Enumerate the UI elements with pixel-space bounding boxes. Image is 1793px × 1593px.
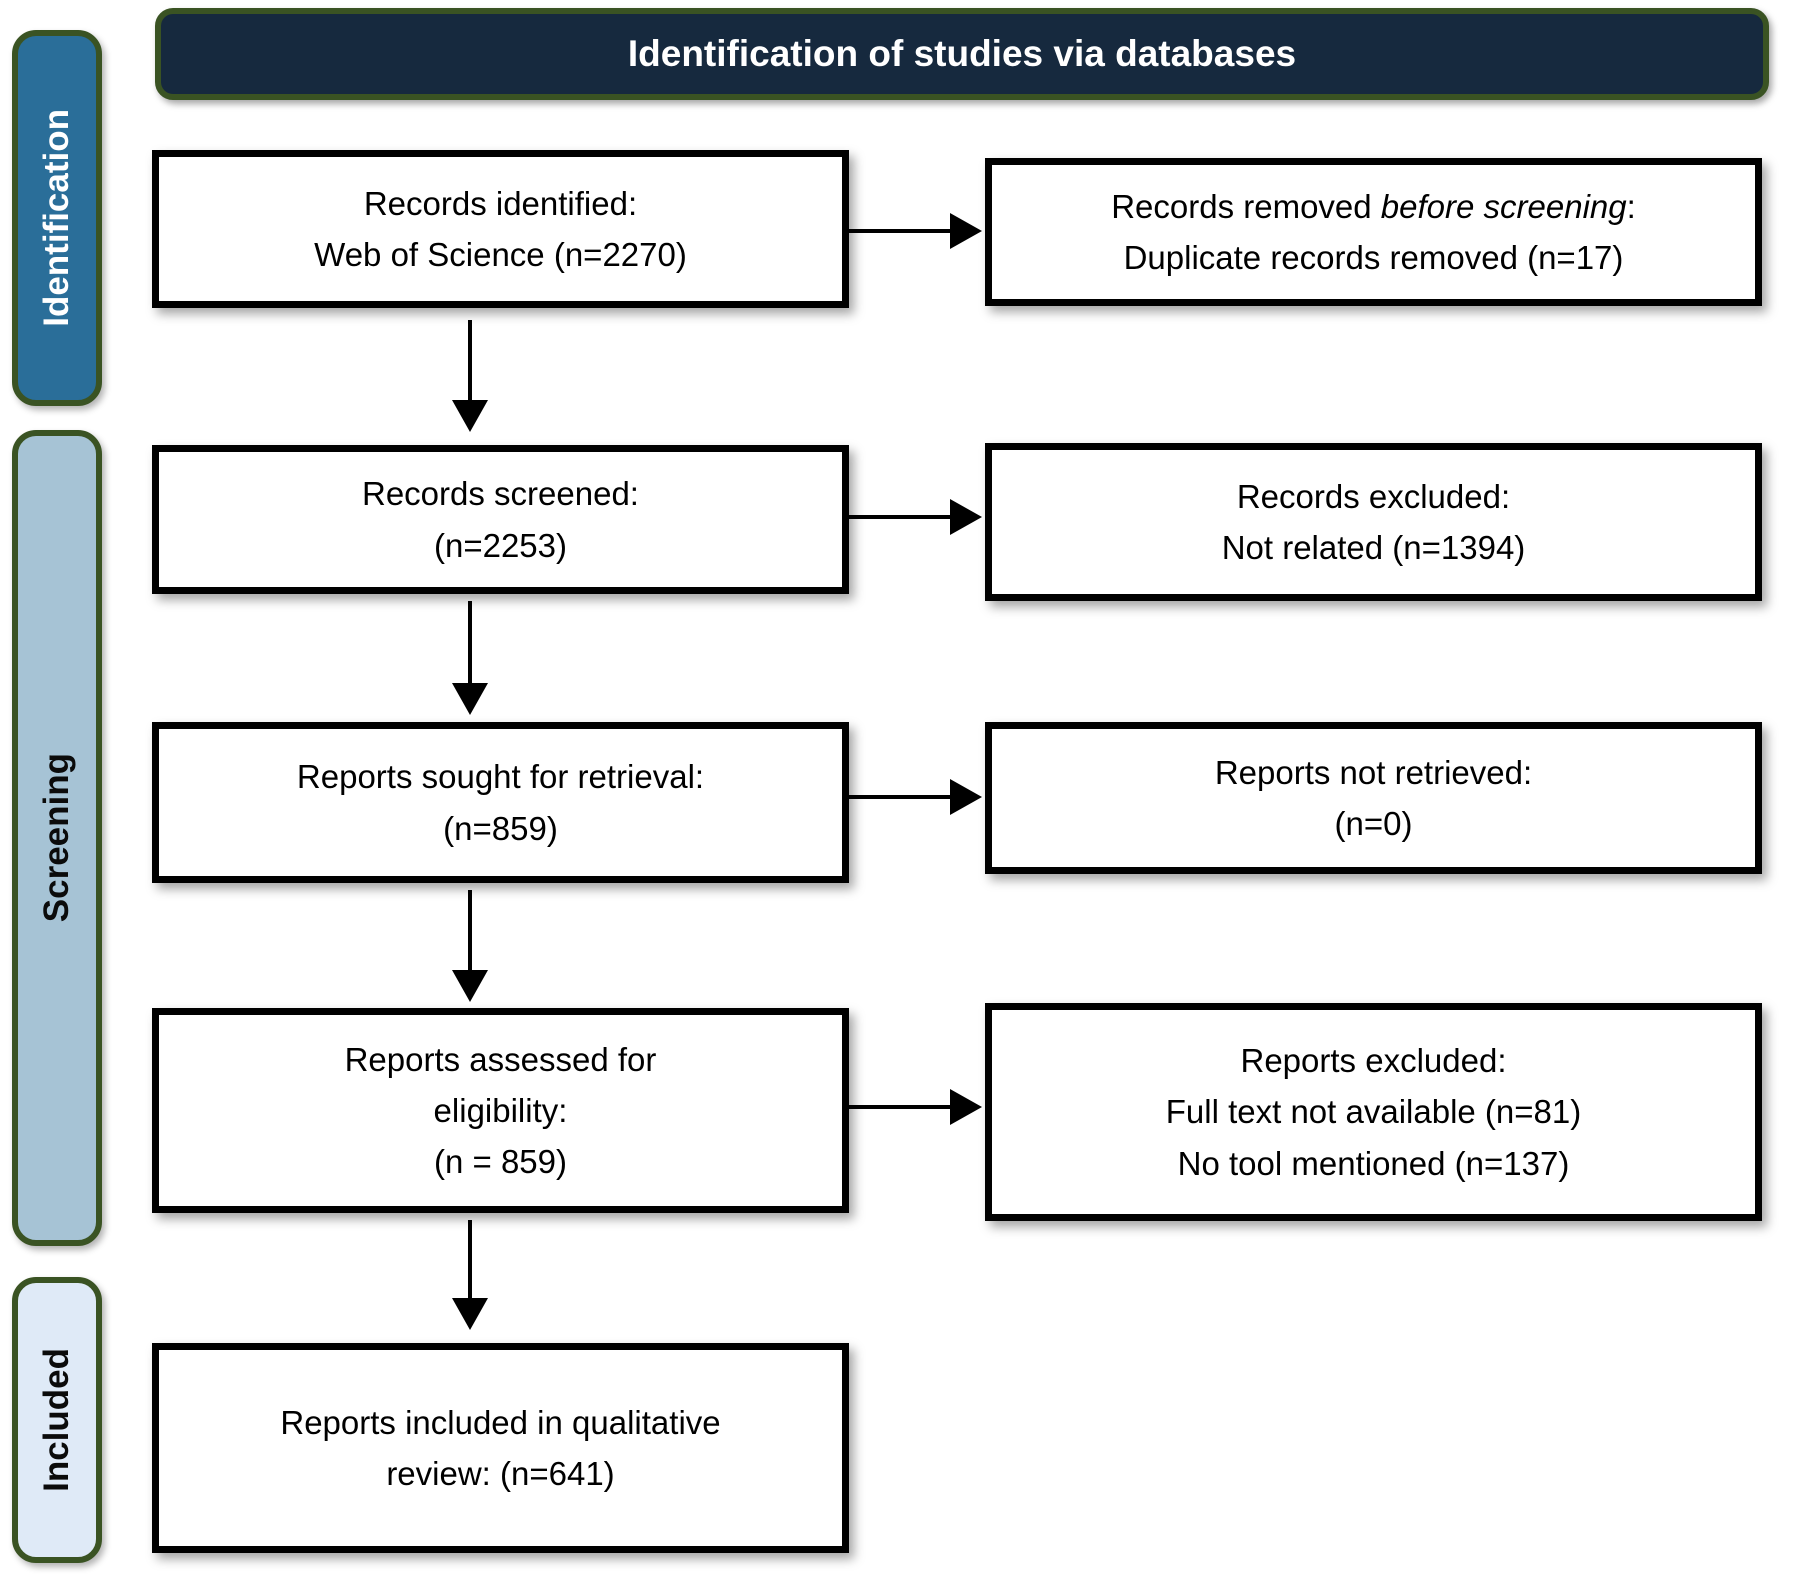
box-text-line: eligibility: xyxy=(433,1091,568,1129)
arrow-shaft xyxy=(848,1105,952,1109)
diagram-title: Identification of studies via databases xyxy=(627,33,1297,74)
arrow-down-sought-to-assessed xyxy=(452,890,488,1002)
box-text-line: review: (n=641) xyxy=(386,1455,615,1492)
stage-label-text: Identification xyxy=(37,109,76,327)
box-text-line: (n=859) xyxy=(443,809,558,847)
arrow-head-icon xyxy=(950,779,982,815)
arrow-shaft xyxy=(468,601,472,685)
box-records-removed: Records removed before screening: Duplic… xyxy=(985,158,1762,306)
box-text-line: Records removed before screening: xyxy=(1111,181,1636,232)
arrow-shaft xyxy=(468,890,472,972)
arrow-right-assessed-to-excluded xyxy=(848,1089,982,1125)
arrow-shaft xyxy=(848,515,952,519)
box-text-line: No tool mentioned (n=137) xyxy=(1177,1144,1570,1182)
stage-label-identification: Identification xyxy=(12,30,102,406)
arrow-down-assessed-to-included xyxy=(452,1220,488,1330)
box-reports-included: Reports included in qualitative review: … xyxy=(152,1343,849,1553)
box-records-screened: Records screened: (n=2253) xyxy=(152,445,849,594)
stage-label-screening: Screening xyxy=(12,430,102,1246)
arrow-down-identified-to-screened xyxy=(452,320,488,432)
box-text-line: Reports not retrieved: xyxy=(1214,753,1533,791)
text-segment-italic: before screening xyxy=(1380,187,1627,225)
arrow-shaft xyxy=(468,1220,472,1300)
box-records-excluded: Records excluded: Not related (n=1394) xyxy=(985,443,1762,601)
box-text-line: Duplicate records removed (n=17) xyxy=(1123,239,1624,276)
box-text-line: Not related (n=1394) xyxy=(1221,529,1526,566)
text-segment: Records removed xyxy=(1111,187,1381,225)
arrow-head-icon xyxy=(950,213,982,249)
box-text-line: Records identified: xyxy=(363,184,638,222)
box-text-line: Reports sought for retrieval: xyxy=(296,758,705,796)
arrow-down-screened-to-sought xyxy=(452,601,488,715)
stage-label-text: Screening xyxy=(37,753,76,923)
box-text-line: (n = 859) xyxy=(434,1143,567,1181)
arrow-head-icon xyxy=(950,499,982,535)
arrow-head-icon xyxy=(452,970,488,1002)
arrow-shaft xyxy=(468,320,472,402)
box-text-line: Reports included in qualitative xyxy=(280,1403,721,1441)
box-reports-assessed: Reports assessed for eligibility: (n = 8… xyxy=(152,1008,849,1213)
arrow-right-sought-to-not-retrieved xyxy=(848,779,982,815)
box-text-line: Reports assessed for xyxy=(344,1040,657,1078)
box-text-line: (n=0) xyxy=(1334,805,1413,842)
text-segment: : xyxy=(1626,187,1636,225)
box-text-line: Records excluded: xyxy=(1236,477,1511,515)
box-text-line: Full text not available (n=81) xyxy=(1165,1093,1582,1131)
box-text-line: Reports excluded: xyxy=(1240,1042,1507,1080)
arrow-right-screened-to-excluded xyxy=(848,499,982,535)
stage-label-text: Included xyxy=(37,1348,76,1492)
arrow-head-icon xyxy=(452,400,488,432)
arrow-shaft xyxy=(848,795,952,799)
diagram-title-banner: Identification of studies via databases xyxy=(155,8,1769,100)
arrow-head-icon xyxy=(950,1089,982,1125)
arrow-right-identified-to-removed xyxy=(848,213,982,249)
stage-label-included: Included xyxy=(12,1277,102,1563)
box-reports-not-retrieved: Reports not retrieved: (n=0) xyxy=(985,722,1762,874)
arrow-shaft xyxy=(848,229,952,233)
box-records-identified: Records identified: Web of Science (n=22… xyxy=(152,150,849,308)
box-reports-sought: Reports sought for retrieval: (n=859) xyxy=(152,722,849,883)
box-text-line: (n=2253) xyxy=(433,526,567,564)
box-text-line: Web of Science (n=2270) xyxy=(314,236,687,273)
arrow-head-icon xyxy=(452,1298,488,1330)
arrow-head-icon xyxy=(452,683,488,715)
box-text-line: Records screened: xyxy=(362,475,639,513)
box-reports-excluded: Reports excluded: Full text not availabl… xyxy=(985,1003,1762,1221)
